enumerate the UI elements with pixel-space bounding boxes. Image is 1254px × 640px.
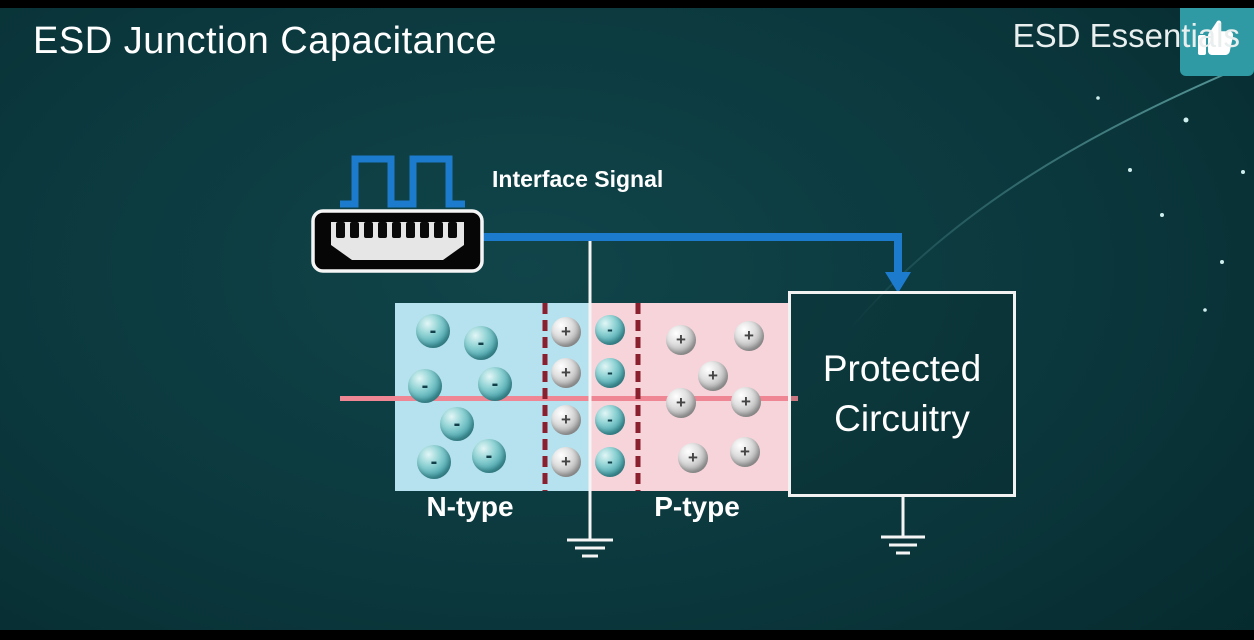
letterbox-top xyxy=(0,0,1254,8)
hdmi-connector-icon xyxy=(311,209,484,273)
interface-signal-label: Interface Signal xyxy=(492,166,664,192)
ground-symbol-protected xyxy=(881,497,925,555)
p-type-label: P-type xyxy=(654,491,740,522)
n-type-region xyxy=(395,303,590,491)
letterbox-bottom xyxy=(0,630,1254,640)
square-wave-icon xyxy=(340,155,465,208)
decorative-stars xyxy=(1096,96,1245,312)
protected-circuitry-line1: Protected xyxy=(822,348,982,390)
thumbs-up-icon xyxy=(1198,20,1234,55)
n-type-label: N-type xyxy=(426,491,514,522)
signal-arrowhead xyxy=(885,272,911,293)
page-title: ESD Junction Capacitance xyxy=(33,20,498,62)
p-type-region xyxy=(590,303,790,491)
brand-text: ESD Essentials xyxy=(1012,17,1240,54)
signal-wire xyxy=(483,233,902,274)
ground-symbol-junction xyxy=(567,538,613,558)
protected-circuitry-box: Protected Circuitry xyxy=(788,291,1016,497)
protected-circuitry-line2: Circuitry xyxy=(834,398,970,439)
